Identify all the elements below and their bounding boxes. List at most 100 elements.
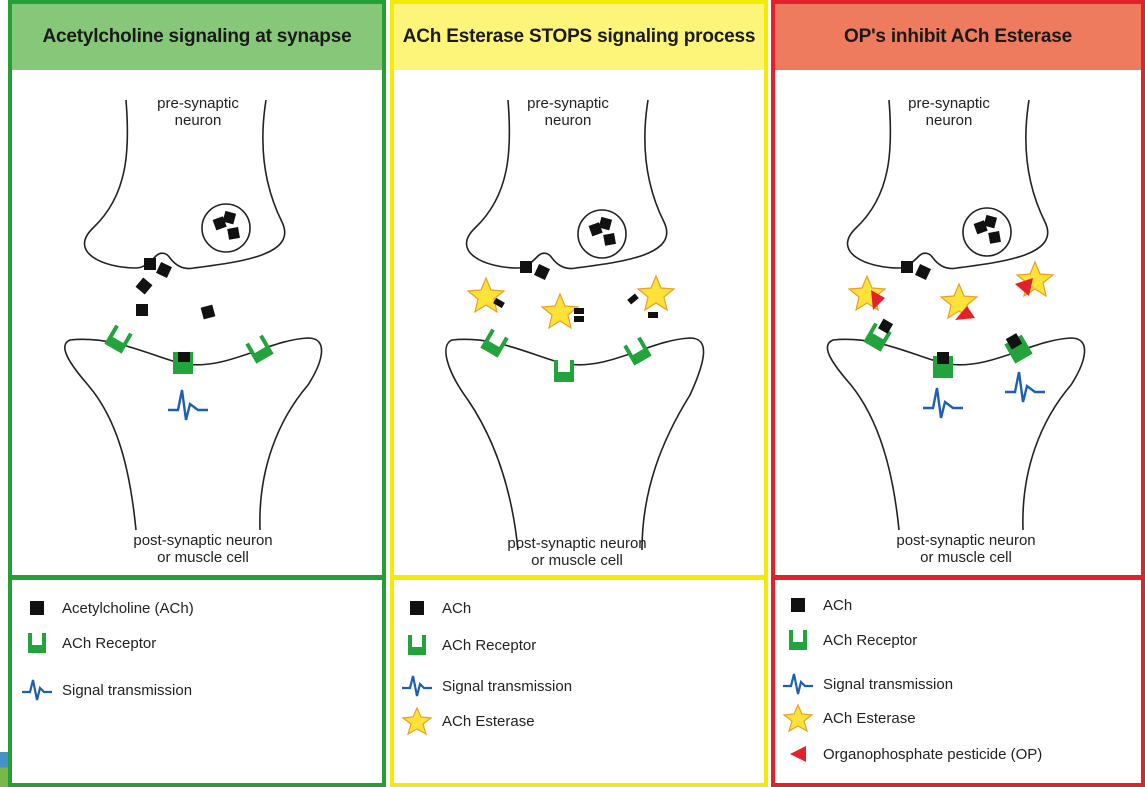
pre-label-line-1: pre-synaptic bbox=[157, 95, 239, 112]
post-label-line-1: post-synaptic neuron bbox=[896, 532, 1036, 549]
esterase-star-icon bbox=[400, 706, 434, 736]
legend-item-op: Organophosphate pesticide (OP) bbox=[781, 741, 1042, 767]
post-synaptic-label: post-synaptic neuron or muscle cell bbox=[108, 532, 298, 566]
ach-square-icon bbox=[400, 595, 434, 621]
signal-transmission bbox=[168, 389, 208, 421]
esterase-star bbox=[636, 274, 676, 312]
ach-receptor bbox=[104, 321, 133, 354]
op-triangle bbox=[1015, 278, 1033, 296]
pre-label-line-2: neuron bbox=[174, 112, 222, 129]
ach-receptor bbox=[173, 352, 193, 374]
legend-item-esterase: ACh Esterase bbox=[781, 703, 916, 733]
ach-receptor bbox=[623, 333, 652, 366]
ach-receptor bbox=[1004, 333, 1033, 364]
corner-accent bbox=[0, 752, 8, 787]
esterase-star bbox=[540, 292, 580, 330]
pre-label-line-2: neuron bbox=[544, 112, 592, 129]
ach-molecule bbox=[222, 210, 237, 225]
panel-title: ACh Esterase STOPS signaling process bbox=[394, 4, 764, 70]
signal-transmission bbox=[1005, 371, 1045, 403]
post-label-line-2: or muscle cell bbox=[920, 549, 1012, 566]
ach-molecule bbox=[520, 261, 532, 273]
ach-fragment bbox=[493, 297, 505, 309]
vesicle bbox=[577, 209, 627, 259]
post-synaptic-membrane bbox=[445, 337, 705, 551]
vesicle bbox=[201, 203, 251, 253]
ach-molecule bbox=[156, 262, 172, 278]
esterase-star bbox=[1015, 260, 1055, 298]
ach-molecule bbox=[915, 264, 931, 280]
panel-frame bbox=[390, 0, 768, 787]
ach-square-icon bbox=[20, 595, 54, 621]
legend-label: ACh Receptor bbox=[823, 631, 918, 649]
ach-molecule bbox=[983, 214, 998, 229]
legend-item-ach: Acetylcholine (ACh) bbox=[20, 595, 194, 621]
post-label-line-2: or muscle cell bbox=[531, 552, 623, 569]
ach-molecule bbox=[598, 216, 613, 231]
ach-molecule bbox=[901, 261, 913, 273]
legend-item-ach: ACh bbox=[781, 592, 852, 618]
ach-receptor bbox=[554, 356, 574, 382]
legend-item-receptor: ACh Receptor bbox=[20, 630, 156, 656]
legend-divider bbox=[8, 575, 386, 580]
legend-item-signal: Signal transmission bbox=[400, 673, 572, 699]
legend-item-receptor: ACh Receptor bbox=[781, 627, 917, 653]
pre-label-line-1: pre-synaptic bbox=[527, 95, 609, 112]
pre-synaptic-membrane bbox=[83, 99, 286, 270]
legend-label: ACh Receptor bbox=[62, 634, 157, 652]
post-synaptic-membrane bbox=[826, 337, 1086, 531]
legend-item-esterase: ACh Esterase bbox=[400, 706, 535, 736]
legend-label: Signal transmission bbox=[823, 675, 954, 693]
ach-fragment bbox=[574, 308, 584, 314]
post-synaptic-label: post-synaptic neuron or muscle cell bbox=[871, 532, 1061, 566]
panel-ach-signaling: Acetylcholine signaling at synapse pre-s… bbox=[8, 0, 386, 787]
ach-molecule bbox=[534, 264, 550, 280]
post-synaptic-label: post-synaptic neuron or muscle cell bbox=[482, 535, 672, 569]
legend-divider bbox=[390, 575, 768, 580]
ach-fragment bbox=[627, 293, 639, 305]
pre-label-line-2: neuron bbox=[925, 112, 973, 129]
signal-transmission bbox=[923, 387, 963, 419]
esterase-star-icon bbox=[781, 703, 815, 733]
legend-label: ACh Esterase bbox=[442, 712, 535, 730]
legend-label: Acetylcholine (ACh) bbox=[62, 599, 194, 617]
panel-frame bbox=[8, 0, 386, 787]
post-label-line-1: post-synaptic neuron bbox=[133, 532, 273, 549]
ach-molecule bbox=[227, 227, 240, 240]
pre-synaptic-label: pre-synaptic neuron bbox=[508, 95, 628, 129]
op-triangle bbox=[955, 306, 975, 320]
signal-icon bbox=[20, 677, 54, 703]
panel-title: Acetylcholine signaling at synapse bbox=[12, 4, 382, 70]
ach-square-icon bbox=[781, 592, 815, 618]
panel-title: OP's inhibit ACh Esterase bbox=[775, 4, 1141, 70]
pre-label-line-1: pre-synaptic bbox=[908, 95, 990, 112]
legend-label: Organophosphate pesticide (OP) bbox=[823, 745, 1043, 763]
panel-frame bbox=[771, 0, 1145, 787]
pre-synaptic-membrane bbox=[465, 99, 668, 270]
post-synaptic-membrane bbox=[64, 337, 323, 531]
legend-label: ACh Esterase bbox=[823, 709, 916, 727]
ach-receptor bbox=[933, 352, 953, 378]
ach-molecule bbox=[988, 231, 1001, 244]
panel-op-inhibit: OP's inhibit ACh Esterase pre-synaptic n… bbox=[771, 0, 1145, 787]
receptor-icon bbox=[781, 627, 815, 653]
post-label-line-1: post-synaptic neuron bbox=[507, 535, 647, 552]
ach-receptor bbox=[480, 325, 509, 358]
ach-receptor bbox=[863, 318, 894, 352]
synapse-diagram bbox=[64, 99, 323, 531]
legend-label: Signal transmission bbox=[442, 677, 573, 695]
legend-label: ACh Receptor bbox=[442, 636, 537, 654]
ach-molecule bbox=[200, 304, 216, 320]
pre-synaptic-membrane bbox=[846, 99, 1049, 270]
legend-label: Signal transmission bbox=[62, 681, 193, 699]
legend-item-receptor: ACh Receptor bbox=[400, 632, 536, 658]
legend-label: ACh bbox=[442, 599, 472, 617]
legend-label: ACh bbox=[823, 596, 853, 614]
legend-item-ach: ACh bbox=[400, 595, 471, 621]
esterase-star bbox=[847, 274, 887, 312]
ach-receptor bbox=[245, 331, 274, 364]
ach-fragment bbox=[574, 316, 584, 322]
signal-icon bbox=[400, 673, 434, 699]
synapse-diagram bbox=[445, 99, 705, 551]
synapse-diagram bbox=[826, 99, 1086, 531]
